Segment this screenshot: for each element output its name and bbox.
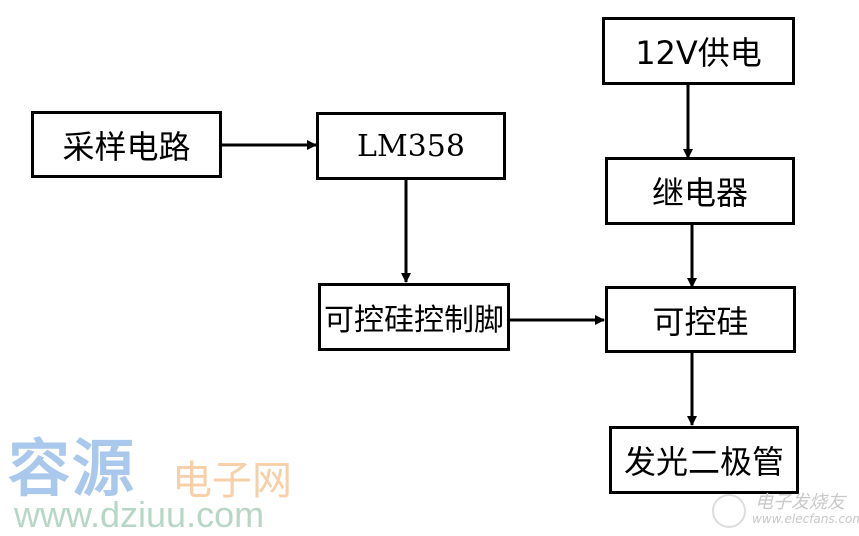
watermark-rongyuan-url: www.dziuu.com: [14, 494, 265, 535]
elecfans-logo-icon: [712, 494, 746, 528]
node-relay: 继电器: [605, 157, 795, 225]
watermark-rongyuan: 容源: [8, 432, 137, 505]
node-label: 可控硅: [652, 302, 749, 341]
node-label: 12V供电: [635, 34, 762, 72]
node-12v-power: 12V供电: [602, 17, 795, 85]
node-sampling-circuit: 采样电路: [31, 111, 222, 178]
node-scr: 可控硅: [605, 286, 796, 353]
watermark-elecfans: 电子发烧友: [755, 492, 845, 513]
node-label: 继电器: [651, 174, 748, 212]
watermark-rongyuan-sub: 电子网: [172, 458, 292, 504]
node-scr-control-pin: 可控硅控制脚: [318, 283, 510, 351]
node-label: 可控硅控制脚: [324, 303, 504, 338]
node-label: LM358: [357, 128, 465, 164]
node-lm358: LM358: [316, 112, 506, 180]
watermark-elecfans-url: www.elecfans.com: [752, 512, 859, 526]
node-label: 发光二极管: [623, 443, 784, 481]
node-label: 采样电路: [62, 127, 191, 166]
node-led: 发光二极管: [609, 426, 799, 494]
